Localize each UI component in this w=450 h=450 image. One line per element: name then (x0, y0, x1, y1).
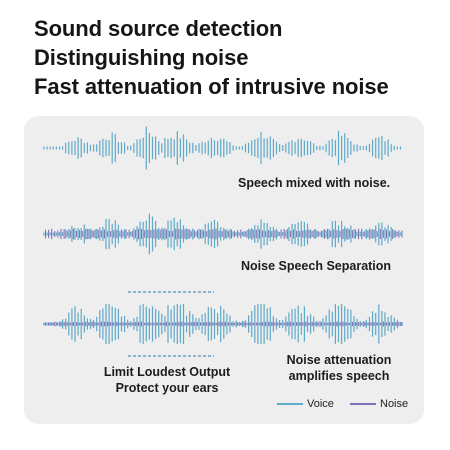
waveform-attenuated (43, 304, 404, 344)
caption-mixed: Speech mixed with noise. (238, 176, 391, 190)
output-limit-lines (128, 291, 214, 357)
caption-attenuation: Noise attenuation amplifies speech (274, 352, 404, 384)
legend-voice-swatch (277, 403, 303, 405)
illustration-card (24, 116, 424, 424)
caption-attenuation-line-1: Noise attenuation (286, 353, 392, 367)
headline-2: Distinguishing noise (34, 45, 249, 70)
headline-3: Fast attenuation of intrusive noise (34, 74, 389, 99)
caption-limit-output: Limit Loudest Output Protect your ears (102, 364, 232, 396)
legend-noise: Noise (350, 398, 408, 410)
legend-noise-swatch (350, 403, 376, 405)
legend-noise-label: Noise (380, 398, 409, 410)
caption-separation: Noise Speech Separation (241, 259, 392, 273)
caption-limit-line-2: Protect your ears (115, 381, 219, 395)
legend-voice: Voice (277, 398, 334, 410)
waveform-mixed (43, 126, 402, 170)
caption-attenuation-line-2: amplifies speech (288, 369, 390, 383)
legend-voice-label: Voice (307, 398, 334, 410)
waveform-separation (43, 213, 403, 255)
headline-1: Sound source detection (34, 16, 283, 41)
caption-limit-line-1: Limit Loudest Output (103, 365, 231, 379)
headline-block: Sound source detection Distinguishing no… (34, 14, 434, 101)
